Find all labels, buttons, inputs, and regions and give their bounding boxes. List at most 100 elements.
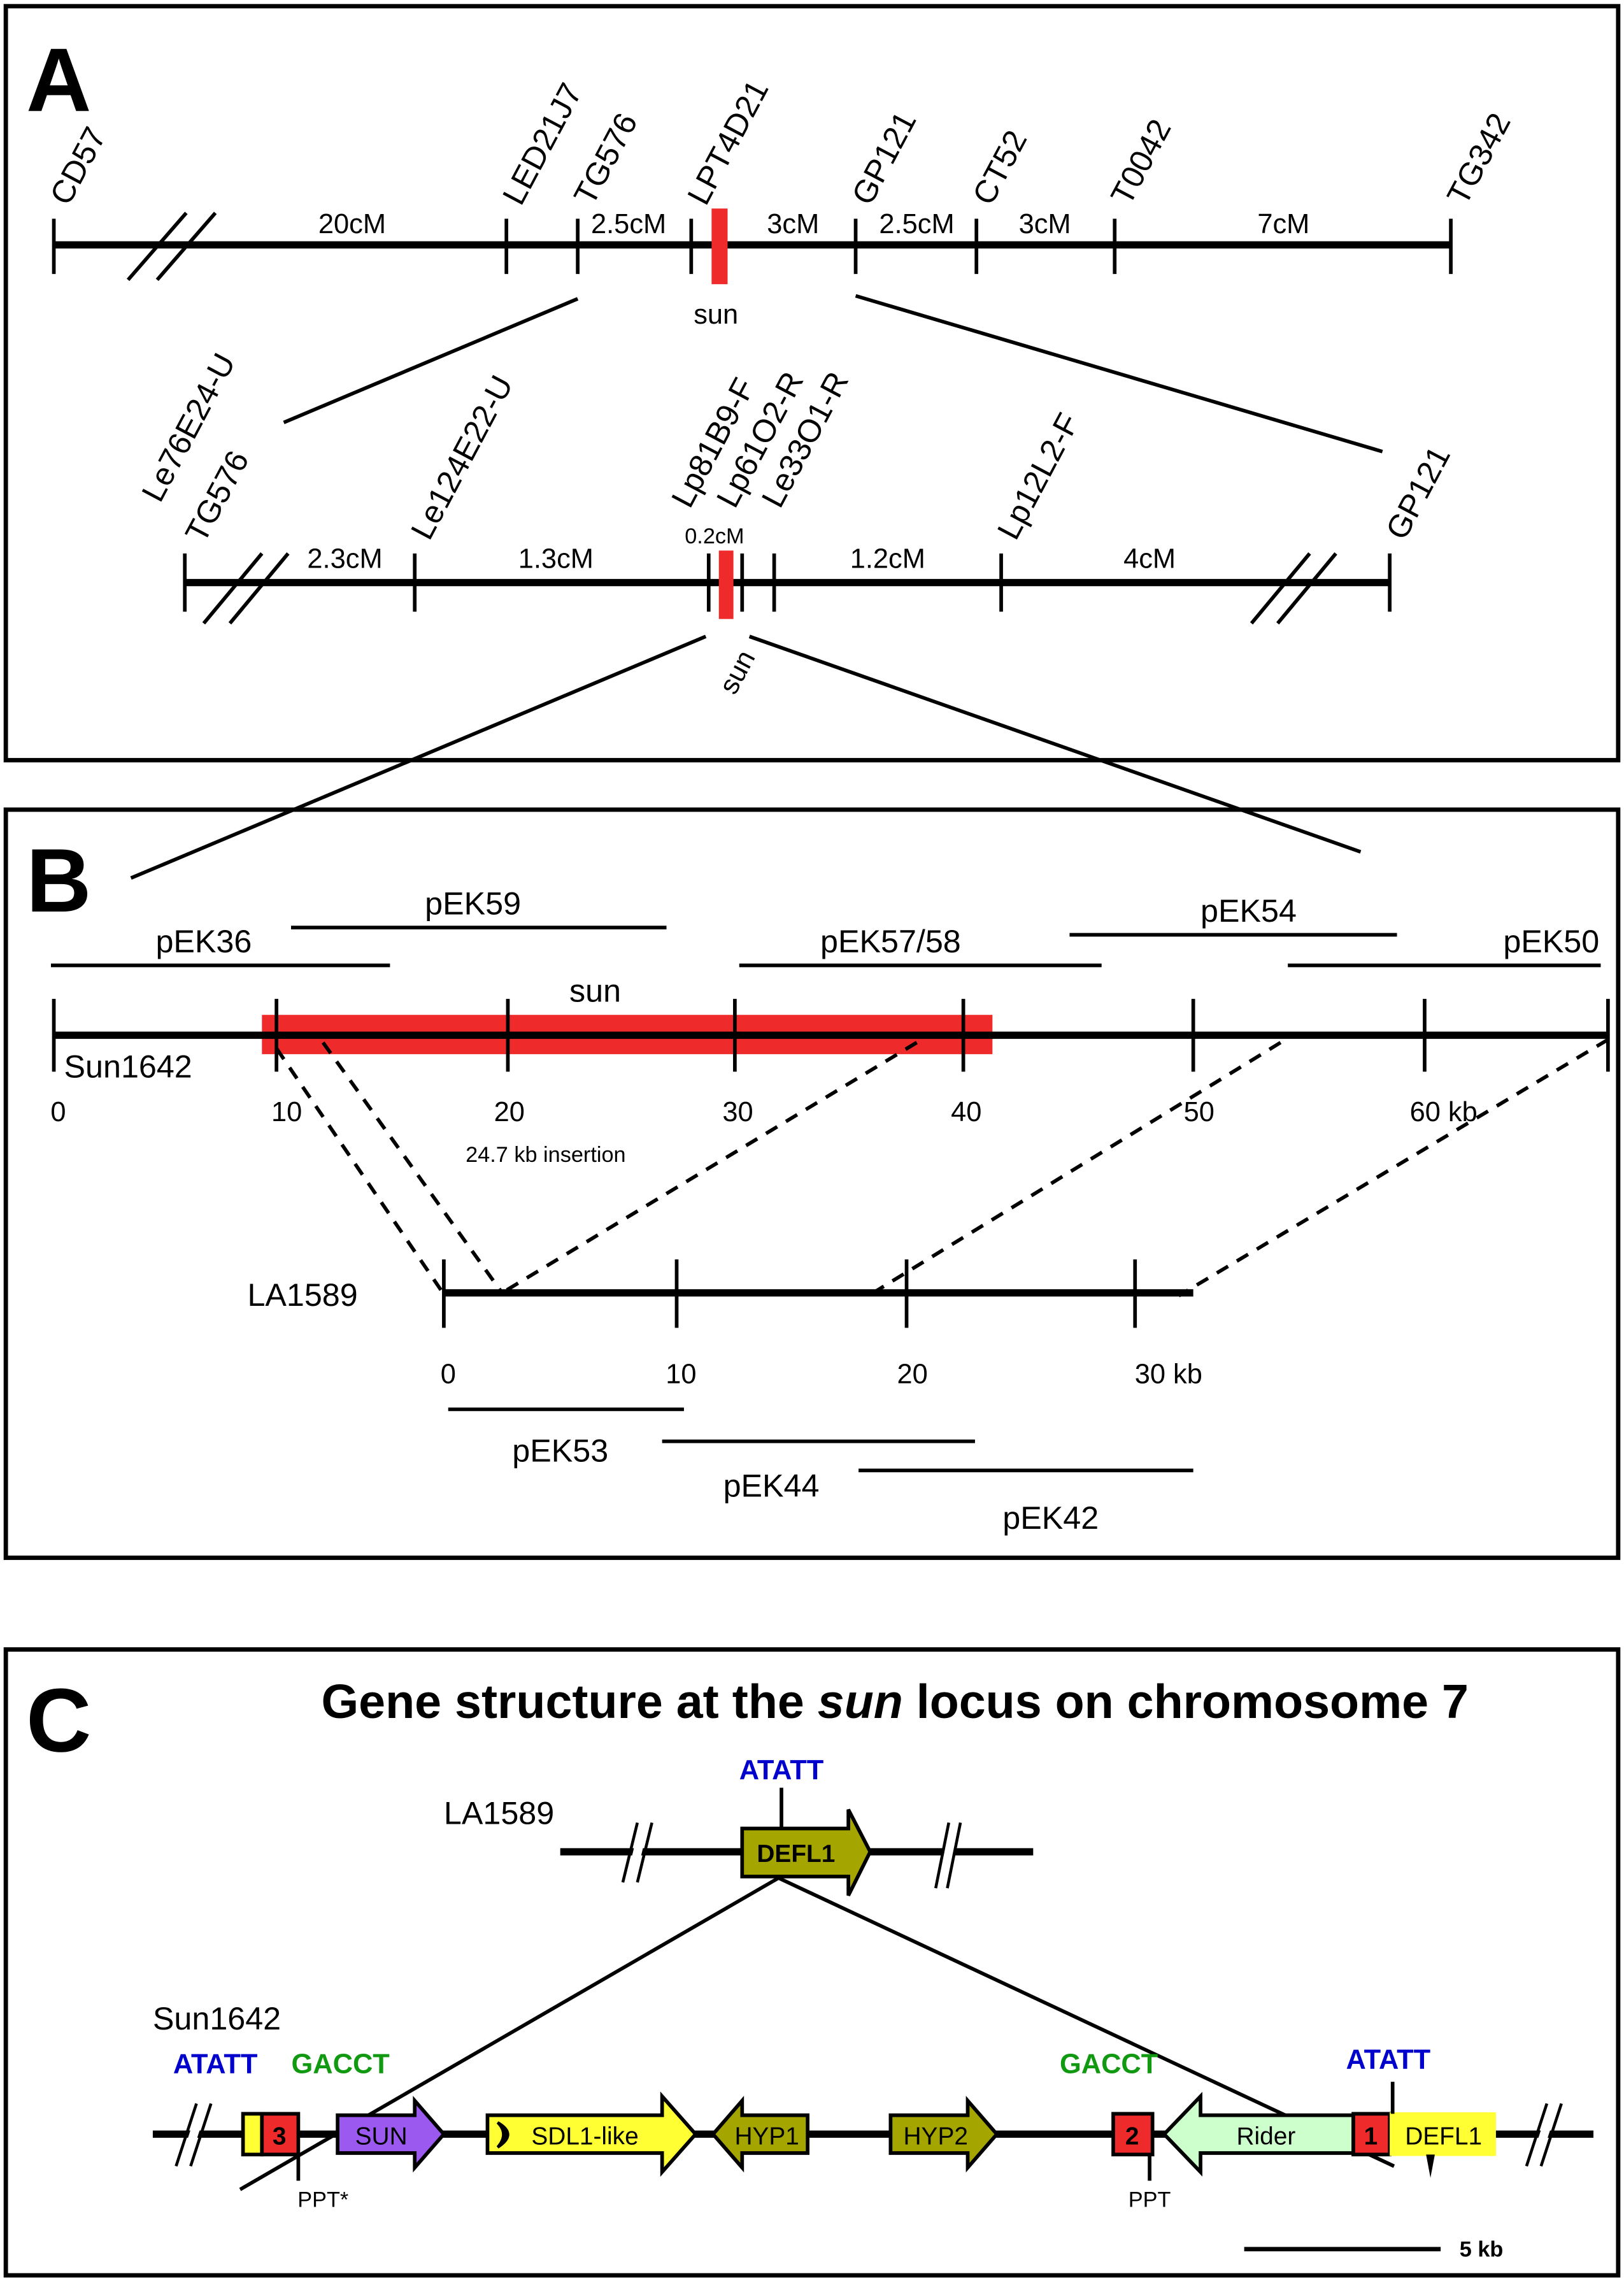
distance-label: 2.3cM [307,544,382,575]
scale-label: 5 kb [1460,2237,1504,2261]
clone-label: pEK50 [1503,924,1599,959]
kb-label: 20 [494,1097,525,1127]
distance-label: 20cM [318,209,386,240]
panel-a-label: A [26,30,91,131]
sun-locus-mark [711,208,728,285]
gene-label: 2 [1125,2122,1139,2150]
panel-b-frame [3,807,1621,1560]
distance-label: 2.5cM [879,209,954,240]
distance-label: 3cM [767,209,819,240]
gene-label: DEFL1 [1405,2122,1482,2150]
defl1-gene-arrow [740,1808,873,1896]
break-icon [621,1821,653,1884]
target-site-gacct: GACCT [1060,2049,1158,2079]
sdl1-like-gene-arrow [485,2091,699,2177]
ppt-label: PPT* [297,2188,348,2212]
gene-map-la1589: LA1589 ATATT DEFL1 [444,1755,1034,1896]
zoom-connector [855,294,1383,454]
break-icon [175,2102,213,2168]
defl1-fragment [241,2112,264,2157]
clone-label: pEK44 [723,1468,820,1504]
marker-label: LPT4D21 [680,74,775,210]
gene-label: HYP2 [904,2122,968,2150]
accession-label: LA1589 [444,1796,554,1831]
accession-label: Sun1642 [64,1048,192,1084]
defl1-fragment [1390,2112,1496,2156]
hyp1-gene-arrow [710,2096,810,2173]
marker-label: Lp12L2-F [990,408,1086,545]
distance-label: 1.2cM [850,544,925,575]
distance-label: 3cM [1019,209,1071,240]
gene-label: SDL1-like [531,2122,638,2150]
clone-label: pEK42 [1002,1500,1099,1536]
marker-label: CD57 [43,121,113,210]
arrow-head-icon [1426,2154,1435,2178]
gene-label: DEFL1 [757,1840,835,1868]
distance-label: 0.2cM [685,524,744,548]
marker-ticks [52,218,1453,275]
clone-label: pEK53 [512,1433,608,1469]
locus-label: sun [713,645,761,699]
gene-label: SUN [355,2122,408,2150]
genetic-map-1: CD57 LED21J7 TG576 LPT4D21 GP121 CT52 T0… [43,74,1518,329]
distance-label: 4cM [1123,544,1176,575]
physical-map-sun1642: sun Sun1642 0 10 20 30 40 50 60 kb 24.7 … [50,973,1610,1167]
kb-label: 0 [441,1359,456,1389]
locus-label: sun [569,973,621,1009]
zoom-connector [130,634,707,880]
distance-label: 1.3cM [518,544,594,575]
gene-label: 1 [1364,2122,1378,2150]
hyp2-gene-arrow [888,2096,999,2173]
target-site-gacct: GACCT [292,2049,390,2079]
break-icon [934,1822,962,1889]
marker-label: TG342 [1440,107,1518,210]
panel-a: A CD57 LED21J7 TG576 LPT4D21 GP121 CT52 … [3,4,1621,762]
distance-label: 7cM [1257,209,1309,240]
gene-label: 3 [273,2122,287,2150]
target-site-atatt: ATATT [739,1755,824,1786]
kb-label: 10 [271,1097,302,1127]
break-icon [1250,552,1337,625]
accession-label: Sun1642 [153,2001,281,2036]
ltr-2-box [1111,2112,1155,2157]
insertion-label: 24.7 kb insertion [466,1143,625,1167]
panel-b-label: B [26,831,91,931]
zoom-connector [748,634,1362,854]
gene-label: Rider [1237,2122,1296,2150]
panel-a-frame [3,4,1621,762]
clone-label: pEK57/58 [820,924,961,959]
panel-b: B pEK36 pEK59 pEK57/58 pEK54 pEK50 [3,807,1621,1560]
clone-contigs-sun1642: pEK36 pEK59 pEK57/58 pEK54 pEK50 [50,886,1601,968]
target-site-atatt: ATATT [173,2049,258,2079]
clone-label: pEK54 [1200,893,1297,929]
kb-label: 40 [951,1097,981,1127]
sun-gene-arrow [336,2096,446,2173]
kb-label: 0 [50,1097,66,1127]
ltr-3-box [260,2112,301,2157]
marker-label: CT52 [965,124,1034,210]
kb-label: 30 [722,1097,753,1127]
break-icon [126,211,217,282]
gene-label: HYP1 [734,2122,799,2150]
sun-locus-mark [718,550,734,619]
clone-label: pEK59 [425,886,521,922]
clone-label: pEK36 [155,924,252,959]
kb-label: 30 kb [1135,1359,1202,1389]
marker-label: TG576 [567,107,645,210]
ltr-1-box [1351,2112,1392,2157]
kb-ticks [52,999,1610,1072]
target-site-atatt: ATATT [1346,2045,1431,2075]
panel-c-title: Gene structure at the sun locus on chrom… [322,1675,1469,1728]
partial-gene-mark-icon [496,2121,509,2149]
distance-label: 2.5cM [591,209,666,240]
panel-c: C Gene structure at the sun locus on chr… [3,1647,1621,2278]
locus-label: sun [694,299,738,330]
physical-map-la1589: LA1589 0 10 20 30 kb pEK53 pEK44 pEK42 [247,1259,1202,1536]
kb-label: 20 [897,1359,928,1389]
kb-ticks [442,1259,1137,1328]
kb-label: 50 [1184,1097,1214,1127]
break-icon [1525,2102,1563,2168]
marker-label: GP121 [845,106,923,210]
panel-c-frame [3,1647,1621,2278]
